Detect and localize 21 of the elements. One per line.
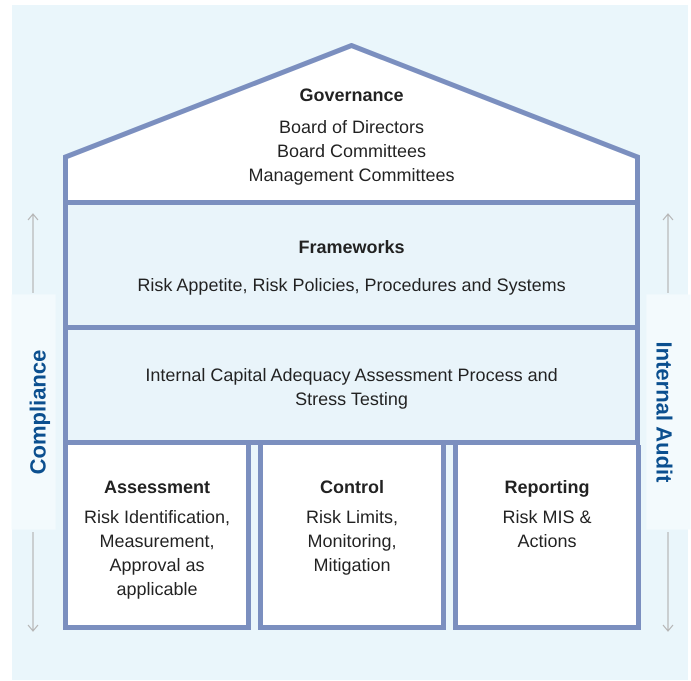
body-text: Risk MIS & Actions <box>501 506 592 553</box>
body-text: Risk Identification, Measurement, Approval as applicable <box>82 506 232 601</box>
roof-shape <box>63 43 640 205</box>
pillar-box <box>453 445 641 630</box>
pillar-box <box>63 445 251 630</box>
heading-text: Governance <box>299 84 404 107</box>
side-label: Compliance <box>11 294 55 530</box>
tier-box <box>63 325 640 445</box>
body-text: Risk Appetite, Risk Policies, Procedures and Systems <box>137 274 566 297</box>
body-text: Internal Capital Adequacy Assessment Process and Stress Testing <box>144 364 559 411</box>
body-text: Board of Directors <box>278 116 424 139</box>
heading-text: Assessment <box>104 476 210 499</box>
heading-text: Reporting <box>504 476 590 499</box>
body-text: Risk Limits, Monitoring, Mitigation <box>304 506 399 577</box>
side-label: Internal Audit <box>646 294 690 530</box>
body-text: Management Committees <box>248 164 455 187</box>
heading-text: Frameworks <box>298 236 405 259</box>
tier-box <box>63 205 640 325</box>
body-text: Board Committees <box>276 140 426 163</box>
pillar-box <box>258 445 446 630</box>
heading-text: Control <box>320 476 384 499</box>
